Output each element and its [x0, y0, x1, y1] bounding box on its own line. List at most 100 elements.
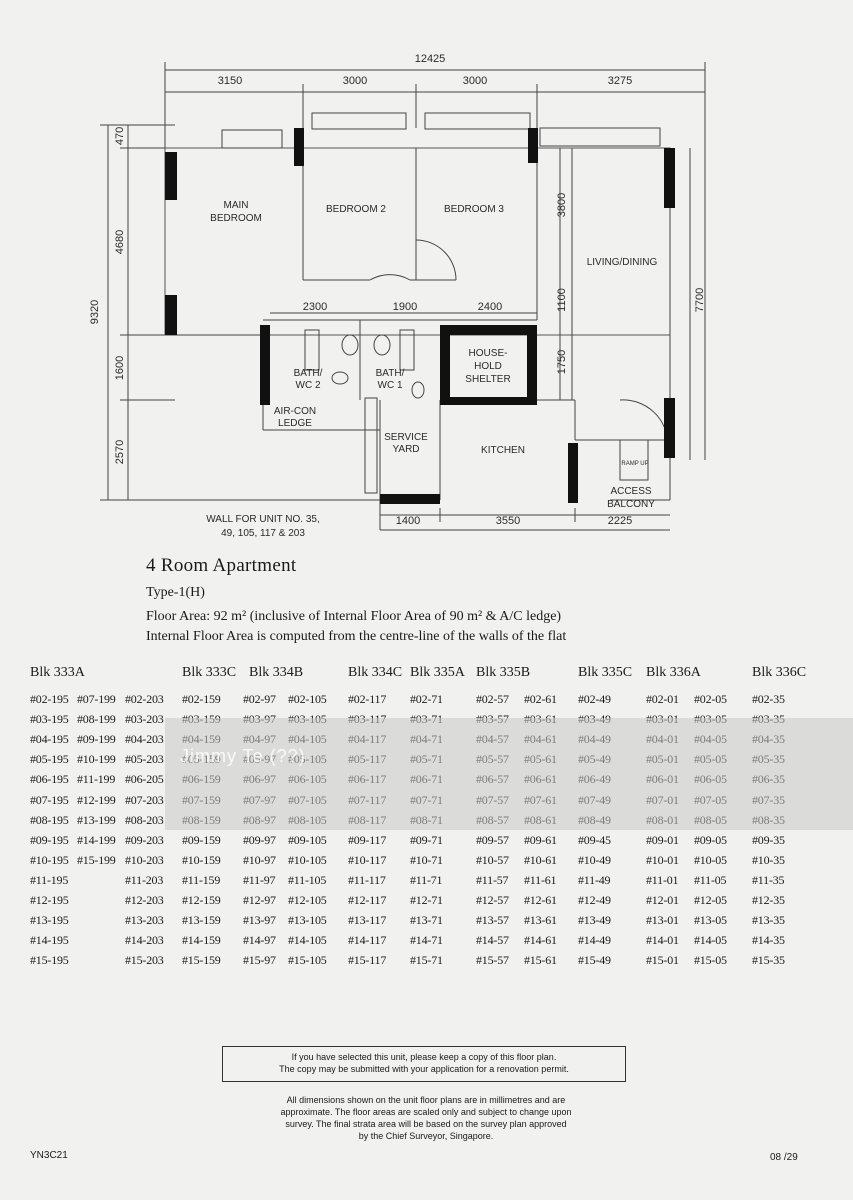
table-cell: #12-117 — [348, 893, 387, 907]
room-bath1-l1: BATH/ — [376, 368, 405, 379]
table-cell: #12-01 — [646, 893, 679, 907]
wall-note-l2: 49, 105, 117 & 203 — [221, 528, 305, 539]
table-cell: #11-97 — [243, 872, 276, 887]
table-cell: #06-195 — [30, 772, 69, 787]
table-cell: #10-71 — [410, 852, 443, 867]
table-cell: #15-71 — [410, 953, 443, 968]
table-cell: #10-97 — [243, 852, 276, 867]
renovation-note-box: If you have selected this unit, please k… — [222, 1046, 626, 1082]
table-cell: #09-97 — [243, 832, 276, 847]
table-cell: #09-01 — [646, 832, 679, 847]
room-main-bedroom-l1: MAIN — [224, 200, 249, 211]
table-cell: #14-97 — [243, 933, 276, 948]
table-cell: #09-35 — [752, 832, 785, 847]
ramp-label: RAMP UP — [621, 461, 648, 467]
table-cell: #02-05 — [694, 692, 727, 706]
table-cell: #15-05 — [694, 953, 727, 968]
table-header-cell: Blk 334C — [348, 665, 403, 680]
dim-bottom-3: 2225 — [608, 515, 632, 527]
table-cell: #13-117 — [348, 913, 387, 928]
table-cell: #10-61 — [524, 852, 557, 867]
disclaimer-line3: survey. The final strata area will be ba… — [285, 1119, 567, 1129]
room-balcony-l1: ACCESS — [610, 486, 651, 497]
floor-plan-drawing: 12425 3150 3000 3000 3275 2300 1900 2400… — [89, 53, 706, 539]
table-cell: #14-105 — [288, 933, 327, 948]
dim-inner-d: 3800 — [556, 193, 568, 217]
table-cell: #15-105 — [288, 953, 327, 968]
table-header-cell: Blk 336A — [646, 665, 701, 680]
table-cell: #13-195 — [30, 913, 69, 928]
table-cell: #02-49 — [578, 692, 611, 706]
table-cell: #11-195 — [30, 872, 69, 887]
table-cell: #02-01 — [646, 692, 679, 706]
table-cell: #11-71 — [410, 872, 443, 887]
wall-note-l1: WALL FOR UNIT NO. 35, — [206, 514, 320, 525]
room-bedroom-2: BEDROOM 2 — [326, 204, 386, 215]
table-header-cell: Blk 333C — [182, 665, 237, 680]
dim-left-3: 1600 — [114, 356, 126, 380]
table-cell: #13-71 — [410, 913, 443, 928]
table-header-cell: Blk 335A — [410, 665, 465, 680]
table-cell: #12-105 — [288, 893, 327, 907]
table-cell: #02-195 — [30, 692, 69, 706]
room-kitchen: KITCHEN — [481, 445, 525, 456]
table-cell: #12-203 — [125, 893, 164, 907]
room-service-l2: YARD — [392, 444, 419, 455]
table-cell: #13-105 — [288, 913, 327, 928]
table-cell: #08-199 — [77, 712, 116, 727]
room-aircon-l2: LEDGE — [278, 418, 312, 429]
table-cell: #09-45 — [578, 832, 611, 847]
table-cell: #10-35 — [752, 852, 785, 867]
table-cell: #09-05 — [694, 832, 727, 847]
table-cell: #13-199 — [77, 812, 116, 827]
room-shelter-l3: SHELTER — [465, 374, 510, 385]
room-bedroom-3: BEDROOM 3 — [444, 204, 504, 215]
table-header-cell: Blk 335C — [578, 665, 633, 680]
dim-top-1: 3150 — [218, 75, 242, 87]
table-cell: #15-61 — [524, 953, 557, 968]
room-aircon-l1: AIR-CON — [274, 406, 316, 417]
table-cell: #11-203 — [125, 872, 164, 887]
table-cell: #14-159 — [182, 933, 221, 948]
table-cell: #11-05 — [694, 872, 727, 887]
table-cell: #14-117 — [348, 933, 387, 948]
table-cell: #08-195 — [30, 812, 69, 827]
table-cell: #02-159 — [182, 692, 221, 706]
dim-inner-c: 2400 — [478, 301, 502, 313]
table-cell: #02-35 — [752, 692, 785, 706]
table-cell: #02-97 — [243, 692, 276, 706]
dim-inner-b: 1900 — [393, 301, 417, 313]
table-cell: #15-49 — [578, 953, 611, 968]
table-cell: #04-203 — [125, 732, 164, 747]
table-cell: #07-199 — [77, 692, 116, 706]
table-cell: #14-01 — [646, 933, 679, 948]
table-cell: #04-195 — [30, 732, 69, 747]
table-cell: #02-105 — [288, 692, 327, 706]
table-cell: #09-61 — [524, 832, 557, 847]
table-cell: #06-205 — [125, 772, 164, 787]
disclaimer: All dimensions shown on the unit floor p… — [226, 1094, 626, 1142]
table-cell: #13-01 — [646, 913, 679, 928]
room-bath2-l2: WC 2 — [296, 380, 321, 391]
table-cell: #10-203 — [125, 852, 164, 867]
table-cell: #13-97 — [243, 913, 276, 928]
dim-top-4: 3275 — [608, 75, 632, 87]
table-cell: #02-117 — [348, 692, 387, 706]
table-cell: #13-49 — [578, 913, 611, 928]
table-cell: #14-35 — [752, 933, 785, 948]
page-title: 4 Room Apartment — [146, 555, 297, 576]
table-cell: #13-61 — [524, 913, 557, 928]
floor-area: Floor Area: 92 m² (inclusive of Internal… — [146, 609, 562, 624]
table-cell: #11-117 — [348, 872, 386, 887]
table-cell: #10-49 — [578, 852, 611, 867]
room-service-l1: SERVICE — [384, 432, 428, 443]
dim-top-2: 3000 — [343, 75, 367, 87]
table-cell: #09-203 — [125, 832, 164, 847]
table-cell: #10-195 — [30, 852, 69, 867]
disclaimer-line1: All dimensions shown on the unit floor p… — [286, 1095, 566, 1105]
renovation-note-line1: If you have selected this unit, please k… — [291, 1052, 557, 1062]
page-number: 08 /29 — [770, 1152, 798, 1163]
table-cell: #09-71 — [410, 832, 443, 847]
table-cell: #09-57 — [476, 832, 509, 847]
